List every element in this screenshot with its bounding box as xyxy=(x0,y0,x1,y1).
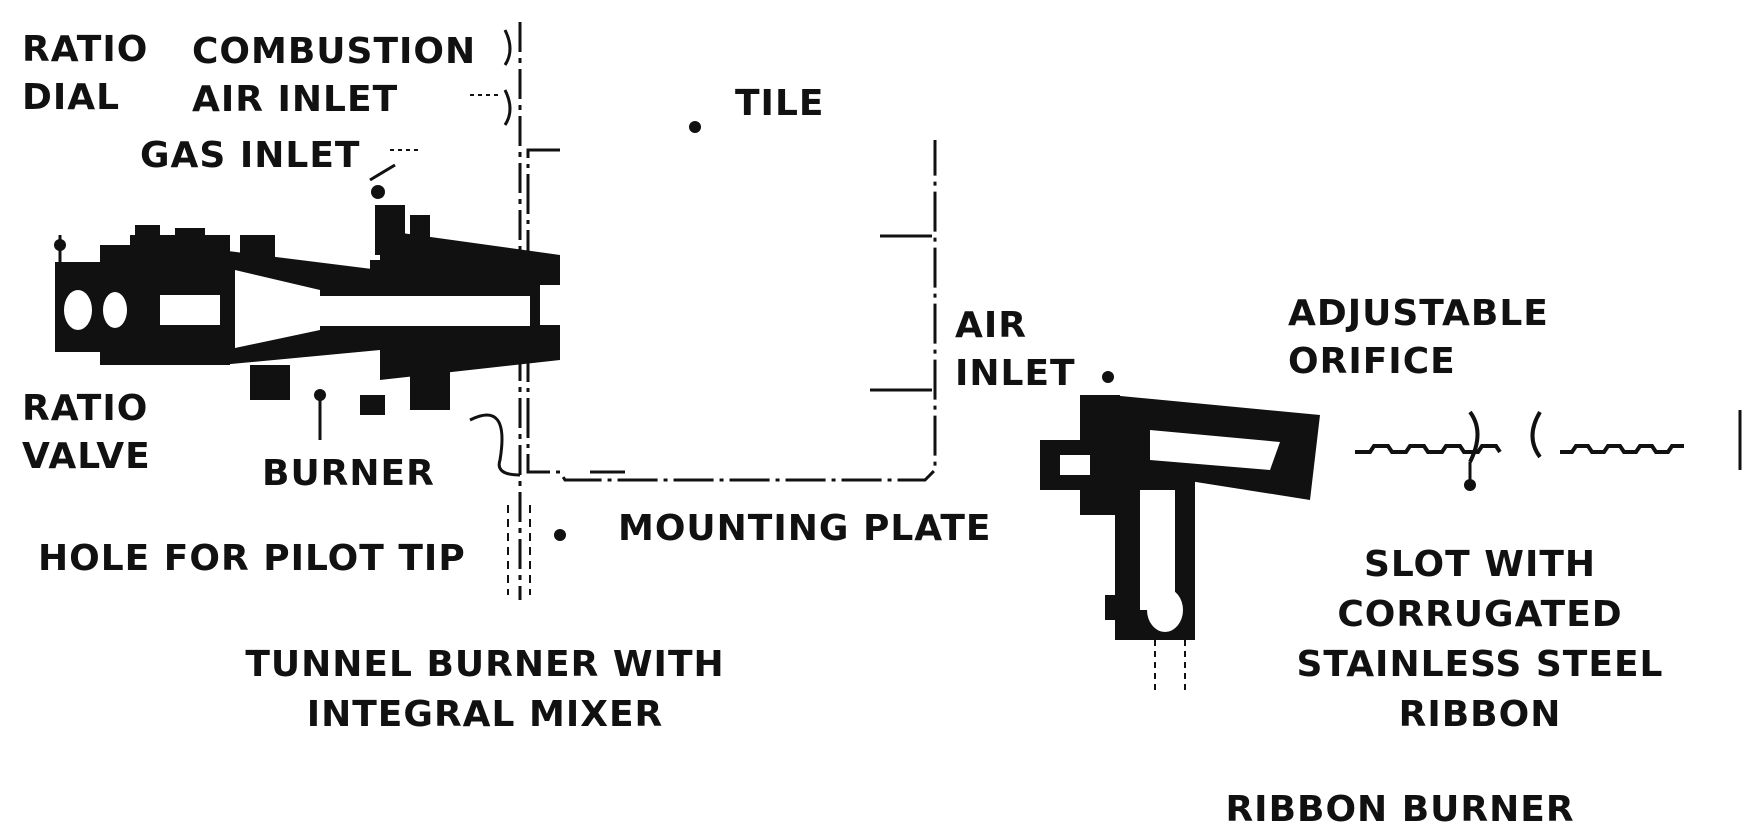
label-adjustable-orifice: ADJUSTABLE ORIFICE xyxy=(1288,290,1549,386)
label-slot-line1: SLOT WITH xyxy=(1363,544,1597,585)
label-air-inlet-line1: AIR xyxy=(955,305,1027,346)
tunnel-burner-drawing xyxy=(55,22,937,600)
label-slot-line4: RIBBON xyxy=(1398,694,1562,735)
label-slot-with-ribbon: SLOT WITH CORRUGATED STAINLESS STEEL RIB… xyxy=(1270,540,1690,740)
label-mounting-plate: MOUNTING PLATE xyxy=(618,508,992,549)
label-slot-line2: CORRUGATED xyxy=(1337,594,1623,635)
caption-tunnel-burner: TUNNEL BURNER WITH INTEGRAL MIXER xyxy=(230,640,740,740)
label-ratio-dial-line2: DIAL xyxy=(22,77,121,118)
label-air-inlet: AIR INLET xyxy=(955,302,1076,398)
ribbon-burner-drawing xyxy=(1040,395,1742,690)
tile-outline xyxy=(526,140,937,482)
caption-tunnel-line2: INTEGRAL MIXER xyxy=(306,694,664,735)
label-hole-for-pilot-tip: HOLE FOR PILOT TIP xyxy=(38,538,466,579)
label-air-inlet-line2: INLET xyxy=(955,353,1076,394)
label-ratio-valve-line2: VALVE xyxy=(22,436,151,477)
label-ratio-valve-line1: RATIO xyxy=(22,388,149,429)
label-gas-inlet: GAS INLET xyxy=(140,135,361,176)
label-ratio-dial-line1: RATIO xyxy=(22,29,149,70)
label-orifice-line1: ADJUSTABLE xyxy=(1288,293,1549,334)
caption-ribbon-burner: RIBBON BURNER xyxy=(1225,789,1575,830)
label-combustion-line2: AIR INLET xyxy=(192,79,399,120)
caption-tunnel-line1: TUNNEL BURNER WITH xyxy=(245,644,725,685)
label-ratio-dial: RATIO DIAL xyxy=(22,26,148,122)
label-combustion-line1: COMBUSTION xyxy=(192,31,477,72)
label-combustion-air-inlet: COMBUSTION AIR INLET xyxy=(192,28,476,124)
label-burner: BURNER xyxy=(262,453,435,494)
label-slot-line3: STAINLESS STEEL xyxy=(1296,644,1664,685)
corrugated-ribbon xyxy=(1355,410,1684,463)
label-tile: TILE xyxy=(735,83,825,124)
label-ratio-valve: RATIO VALVE xyxy=(22,385,151,481)
label-orifice-line2: ORIFICE xyxy=(1288,341,1456,382)
